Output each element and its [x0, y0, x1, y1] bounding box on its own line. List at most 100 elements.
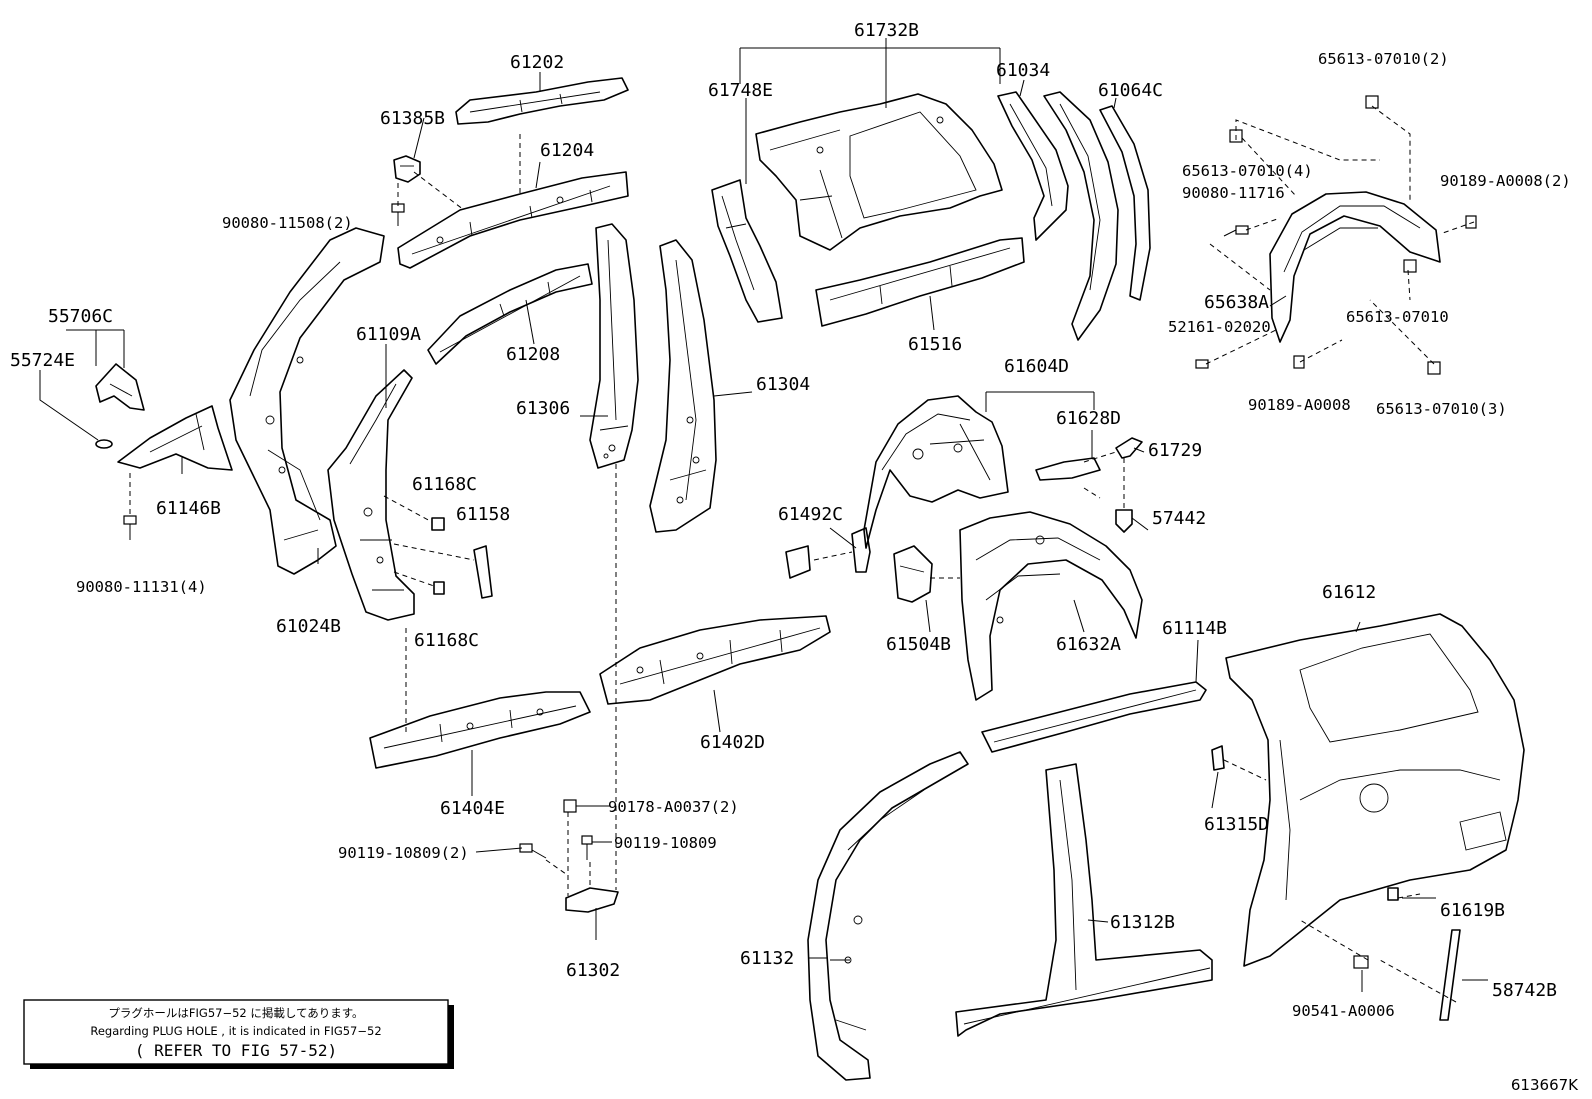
part-55724E[interactable] [95, 439, 113, 449]
label-52161-02020[interactable]: 52161-02020 [1168, 318, 1271, 336]
part-61404E[interactable] [369, 691, 591, 769]
part-61402D[interactable] [599, 615, 831, 705]
label-61034[interactable]: 61034 [996, 60, 1050, 81]
label-61168C-lower[interactable]: 61168C [414, 630, 479, 651]
label-61132[interactable]: 61132 [740, 948, 794, 969]
label-61402D[interactable]: 61402D [700, 732, 765, 753]
label-61385B[interactable]: 61385B [380, 108, 445, 129]
fastener-90189-A0008[interactable] [1293, 355, 1305, 369]
label-61204[interactable]: 61204 [540, 140, 594, 161]
label-90119-10809[interactable]: 90119-10809 [614, 834, 717, 852]
part-61748E[interactable] [711, 179, 783, 323]
part-61304[interactable] [649, 239, 717, 533]
label-61504B[interactable]: 61504B [886, 634, 951, 655]
fastener-90080-11508[interactable] [391, 203, 405, 226]
part-61632A[interactable] [959, 511, 1143, 701]
part-55706C[interactable] [95, 363, 145, 411]
fastener-65613-07010-2[interactable] [1365, 95, 1379, 109]
fastener-65613-07010[interactable] [1403, 259, 1417, 273]
label-61202[interactable]: 61202 [510, 52, 564, 73]
fastener-90119-10809[interactable] [581, 835, 593, 860]
part-61516[interactable] [815, 237, 1025, 327]
part-61302[interactable] [565, 887, 619, 913]
label-65613-07010[interactable]: 65613-07010 [1346, 308, 1449, 326]
label-61404E[interactable]: 61404E [440, 798, 505, 819]
fastener-90541-A0006[interactable] [1353, 955, 1369, 969]
label-61158[interactable]: 61158 [456, 504, 510, 525]
fastener-65613-07010-3[interactable] [1427, 361, 1441, 375]
label-61612[interactable]: 61612 [1322, 582, 1376, 603]
part-61628D[interactable] [1035, 457, 1101, 481]
part-61306[interactable] [589, 223, 639, 469]
label-90119-10809-2[interactable]: 90119-10809(2) [338, 844, 469, 862]
fastener-90189-A0008-2[interactable] [1465, 215, 1477, 229]
part-61732B[interactable] [755, 93, 1003, 251]
part-61024B[interactable] [229, 227, 385, 575]
part-58742B[interactable] [1439, 929, 1461, 1021]
label-61304[interactable]: 61304 [756, 374, 810, 395]
label-61604D[interactable]: 61604D [1004, 356, 1069, 377]
part-61312B[interactable] [955, 763, 1213, 1037]
part-61504B[interactable] [893, 545, 933, 603]
fastener-90178-A0037[interactable] [563, 799, 577, 813]
part-61114B[interactable] [981, 681, 1207, 753]
part-61064C-strip[interactable] [1099, 105, 1151, 301]
fastener-52161-02020[interactable] [1195, 359, 1209, 369]
label-61315D[interactable]: 61315D [1204, 814, 1269, 835]
part-61202[interactable] [455, 77, 629, 125]
part-61168C-lower[interactable] [433, 581, 445, 595]
label-90541-A0006[interactable]: 90541-A0006 [1292, 1002, 1395, 1020]
part-61619B[interactable] [1387, 887, 1399, 901]
label-65638A[interactable]: 65638A [1204, 292, 1269, 313]
label-61628D[interactable]: 61628D [1056, 408, 1121, 429]
label-61619B[interactable]: 61619B [1440, 900, 1505, 921]
part-61729[interactable] [1115, 437, 1143, 459]
label-58742B[interactable]: 58742B [1492, 980, 1557, 1001]
label-90189-A0008[interactable]: 90189-A0008 [1248, 396, 1351, 414]
label-61302[interactable]: 61302 [566, 960, 620, 981]
label-61306[interactable]: 61306 [516, 398, 570, 419]
label-61208[interactable]: 61208 [506, 344, 560, 365]
part-61034[interactable] [997, 91, 1069, 241]
label-61729[interactable]: 61729 [1148, 440, 1202, 461]
fastener-90080-11716[interactable] [1223, 225, 1249, 237]
label-57442[interactable]: 57442 [1152, 508, 1206, 529]
label-90080-11131-4[interactable]: 90080-11131(4) [76, 578, 207, 596]
label-90080-11716[interactable]: 90080-11716 [1182, 184, 1285, 202]
part-61385B[interactable] [393, 155, 421, 183]
part-61492C[interactable] [785, 527, 871, 579]
label-90189-A0008-2[interactable]: 90189-A0008(2) [1440, 172, 1571, 190]
label-61492C[interactable]: 61492C [778, 504, 843, 525]
part-61146B[interactable] [117, 405, 233, 471]
part-61158[interactable] [473, 545, 493, 599]
label-61748E[interactable]: 61748E [708, 80, 773, 101]
label-55706C[interactable]: 55706C [48, 306, 113, 327]
part-65638A[interactable] [1269, 191, 1441, 343]
part-57442[interactable] [1115, 509, 1133, 533]
label-65613-07010-3[interactable]: 65613-07010(3) [1376, 400, 1507, 418]
label-65613-07010-4[interactable]: 65613-07010(4) [1182, 162, 1313, 180]
fastener-90080-11131[interactable] [123, 515, 137, 540]
part-61208[interactable] [427, 263, 593, 365]
fastener-90119-10809-2[interactable] [519, 843, 547, 859]
label-61312B[interactable]: 61312B [1110, 912, 1175, 933]
part-61132[interactable] [807, 751, 969, 1081]
label-61516[interactable]: 61516 [908, 334, 962, 355]
part-61612[interactable] [1225, 613, 1525, 967]
label-61146B[interactable]: 61146B [156, 498, 221, 519]
label-61632A[interactable]: 61632A [1056, 634, 1121, 655]
label-61114B[interactable]: 61114B [1162, 618, 1227, 639]
part-61168C-upper[interactable] [431, 517, 445, 531]
part-61604D[interactable] [863, 395, 1009, 549]
label-61024B[interactable]: 61024B [276, 616, 341, 637]
label-61109A[interactable]: 61109A [356, 324, 421, 345]
label-90080-11508-2[interactable]: 90080-11508(2) [222, 214, 353, 232]
label-61732B[interactable]: 61732B [854, 20, 919, 41]
label-65613-07010-2[interactable]: 65613-07010(2) [1318, 50, 1449, 68]
label-55724E[interactable]: 55724E [10, 350, 75, 371]
part-61064C[interactable] [1043, 91, 1119, 341]
part-61315D[interactable] [1211, 745, 1225, 771]
label-61064C[interactable]: 61064C [1098, 80, 1163, 101]
part-61204[interactable] [397, 171, 629, 269]
label-90178-A0037-2[interactable]: 90178-A0037(2) [608, 798, 739, 816]
